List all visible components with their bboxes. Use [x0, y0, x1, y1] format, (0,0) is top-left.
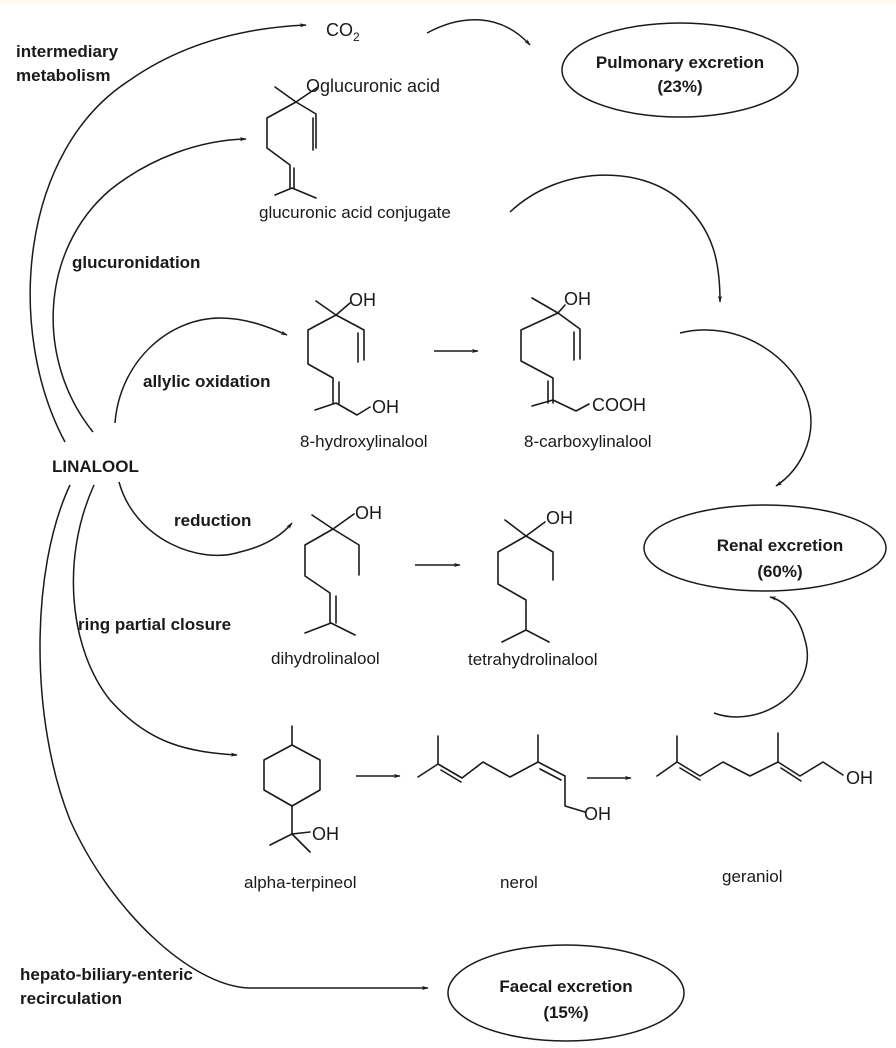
- arrow-to-co2: [29, 23, 307, 443]
- pulmonary-label: Pulmonary excretion: [596, 53, 764, 72]
- arrow-to-glucuronide: [52, 137, 247, 433]
- hydroxylinalool-name: 8-hydroxylinalool: [300, 432, 428, 451]
- arrow-to-hydroxylinalool: [114, 317, 288, 424]
- hydroxylinalool-oh-bottom: OH: [372, 397, 399, 417]
- structure-terpineol: [263, 725, 321, 853]
- label-reduction: reduction: [174, 511, 251, 530]
- label-ring-partial-closure: ring partial closure: [78, 615, 231, 634]
- arrow-to-faecal: [39, 484, 429, 991]
- tetrahydrolinalool-oh: OH: [546, 508, 573, 528]
- pulmonary-excretion-node: Pulmonary excretion (23%): [561, 22, 799, 118]
- renal-excretion-node: Renal excretion (60%): [643, 504, 887, 592]
- carboxylinalool-cooh: COOH: [592, 395, 646, 415]
- renal-label: Renal excretion: [717, 536, 844, 555]
- pulmonary-percent: (23%): [657, 77, 702, 96]
- nerol-oh: OH: [584, 804, 611, 824]
- top-band: [0, 0, 896, 4]
- structure-nerol: [417, 734, 586, 813]
- co2-formula: CO2: [326, 20, 360, 44]
- dihydrolinalool-name: dihydrolinalool: [271, 649, 380, 668]
- arrow-carboxylinalool-to-renal: [679, 329, 812, 487]
- linalool-label: LINALOOL: [52, 457, 139, 476]
- label-hepato-biliary-2: recirculation: [20, 989, 122, 1008]
- carboxylinalool-name: 8-carboxylinalool: [524, 432, 652, 451]
- arrow-to-dihydrolinalool: [118, 481, 293, 557]
- carboxylinalool-oh: OH: [564, 289, 591, 309]
- glucuronide-name: glucuronic acid conjugate: [259, 203, 451, 222]
- structure-dihydrolinalool: [304, 513, 360, 636]
- glucuronide-substituent: Oglucuronic acid: [306, 76, 440, 96]
- faecal-label: Faecal excretion: [499, 977, 632, 996]
- structure-carboxylinalool: [520, 297, 590, 412]
- structure-tetrahydrolinalool: [497, 519, 554, 643]
- faecal-percent: (15%): [543, 1003, 588, 1022]
- label-hepato-biliary-1: hepato-biliary-enteric: [20, 965, 193, 984]
- arrow-glucuronide-to-renal: [509, 174, 723, 303]
- tetrahydrolinalool-name: tetrahydrolinalool: [468, 650, 597, 669]
- arrow-co2-to-pulmonary: [426, 19, 531, 46]
- structure-hydroxylinalool: [307, 300, 371, 416]
- nerol-name: nerol: [500, 873, 538, 892]
- label-glucuronidation: glucuronidation: [72, 253, 200, 272]
- arrow-to-terpineol: [72, 484, 238, 757]
- faecal-excretion-node: Faecal excretion (15%): [447, 944, 685, 1042]
- structure-geraniol: [656, 732, 844, 782]
- renal-percent: (60%): [757, 562, 802, 581]
- geraniol-name: geraniol: [722, 867, 783, 886]
- geraniol-oh: OH: [846, 768, 873, 788]
- hydroxylinalool-oh-top: OH: [349, 290, 376, 310]
- terpineol-name: alpha-terpineol: [244, 873, 356, 892]
- label-allylic-oxidation: allylic oxidation: [143, 372, 271, 391]
- dihydrolinalool-oh: OH: [355, 503, 382, 523]
- arrow-geraniol-to-renal: [713, 596, 808, 718]
- structure-glucuronide: [266, 86, 319, 199]
- label-intermediary-metabolism-2: metabolism: [16, 66, 110, 85]
- terpineol-oh: OH: [312, 824, 339, 844]
- label-intermediary-metabolism-1: intermediary: [16, 42, 119, 61]
